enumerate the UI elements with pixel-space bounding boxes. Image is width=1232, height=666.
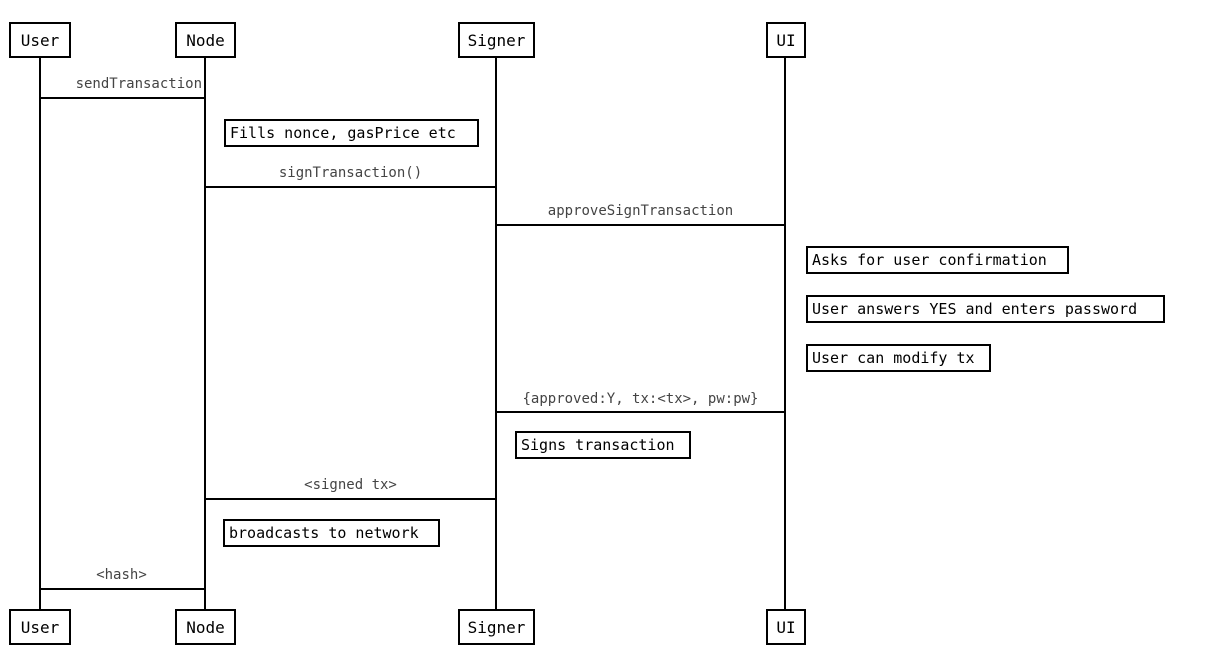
note-broadcasts: broadcasts to network — [223, 519, 440, 547]
message-line-signtransaction — [204, 186, 497, 188]
lifeline-node — [204, 58, 206, 609]
participant-footer-signer: Signer — [458, 609, 535, 645]
note-text-asks-confirmation: Asks for user confirmation — [812, 251, 1047, 269]
note-user-can-modify-tx: User can modify tx — [806, 344, 991, 372]
participant-footer-label-node: Node — [186, 617, 225, 637]
message-line-hash — [39, 588, 206, 590]
participant-footer-node: Node — [175, 609, 236, 645]
lifeline-user — [39, 58, 41, 609]
message-label-approvesigntransaction: approveSignTransaction — [547, 203, 734, 219]
message-label-sendtransaction: sendTransaction — [75, 76, 202, 92]
participant-header-user: User — [9, 22, 71, 58]
note-text-broadcasts: broadcasts to network — [229, 524, 419, 542]
message-label-signed-tx: <signed tx> — [304, 477, 397, 493]
note-asks-confirmation: Asks for user confirmation — [806, 246, 1069, 274]
note-text-user-can-modify-tx: User can modify tx — [812, 349, 975, 367]
note-text-fills-nonce: Fills nonce, gasPrice etc — [230, 124, 456, 142]
message-label-signtransaction: signTransaction() — [278, 165, 423, 181]
note-signs-transaction: Signs transaction — [515, 431, 691, 459]
note-fills-nonce: Fills nonce, gasPrice etc — [224, 119, 479, 147]
participant-label-ui: UI — [776, 30, 796, 50]
participant-footer-label-signer: Signer — [467, 617, 526, 637]
participant-header-signer: Signer — [458, 22, 535, 58]
note-text-user-answers-yes: User answers YES and enters password — [812, 300, 1138, 318]
participant-footer-label-user: User — [20, 617, 60, 637]
participant-label-node: Node — [186, 30, 225, 50]
participant-header-ui: UI — [766, 22, 806, 58]
lifeline-signer — [495, 58, 497, 609]
message-line-sendtransaction — [39, 97, 206, 99]
participant-label-signer: Signer — [467, 30, 526, 50]
message-label-hash: <hash> — [96, 567, 147, 583]
message-line-approvesigntransaction — [495, 224, 786, 226]
lifeline-ui — [784, 58, 786, 609]
participant-footer-user: User — [9, 609, 71, 645]
participant-footer-label-ui: UI — [776, 617, 796, 637]
message-label-approval-result: {approved:Y, tx:<tx>, pw:pw} — [522, 391, 759, 407]
participant-label-user: User — [20, 30, 60, 50]
message-line-signed-tx — [204, 498, 497, 500]
message-line-approval-result — [495, 411, 786, 413]
note-user-answers-yes: User answers YES and enters password — [806, 295, 1165, 323]
note-text-signs-transaction: Signs transaction — [521, 436, 675, 454]
participant-header-node: Node — [175, 22, 236, 58]
participant-footer-ui: UI — [766, 609, 806, 645]
